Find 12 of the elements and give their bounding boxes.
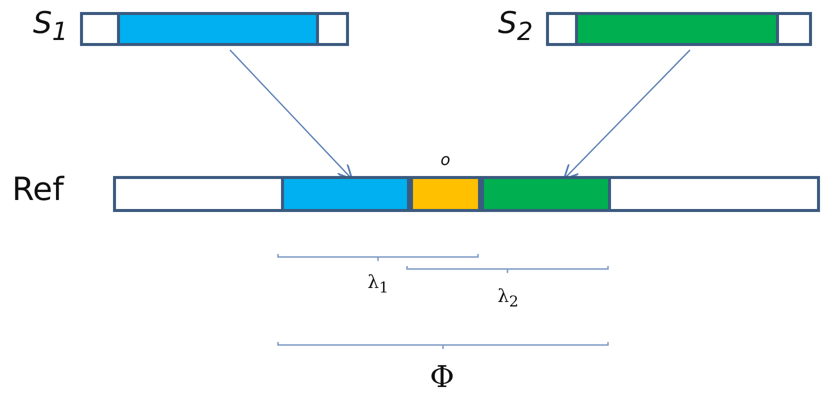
sequence-label: Ref <box>12 170 64 208</box>
aligned-segment <box>575 15 779 43</box>
sequence-label: S$_{1}$ <box>33 6 68 46</box>
overlap-label: o <box>440 150 450 169</box>
dimension-label: λ$_{2}$ <box>498 286 518 311</box>
aligned-segment <box>481 179 611 209</box>
aligned-segment <box>281 179 410 209</box>
aligned-segment <box>117 15 319 43</box>
aligned-segment <box>410 179 481 209</box>
dimension-label: λ$_{1}$ <box>368 272 388 297</box>
dimension-label: Φ <box>430 360 454 395</box>
sequence-label: S$_{2}$ <box>498 6 533 46</box>
